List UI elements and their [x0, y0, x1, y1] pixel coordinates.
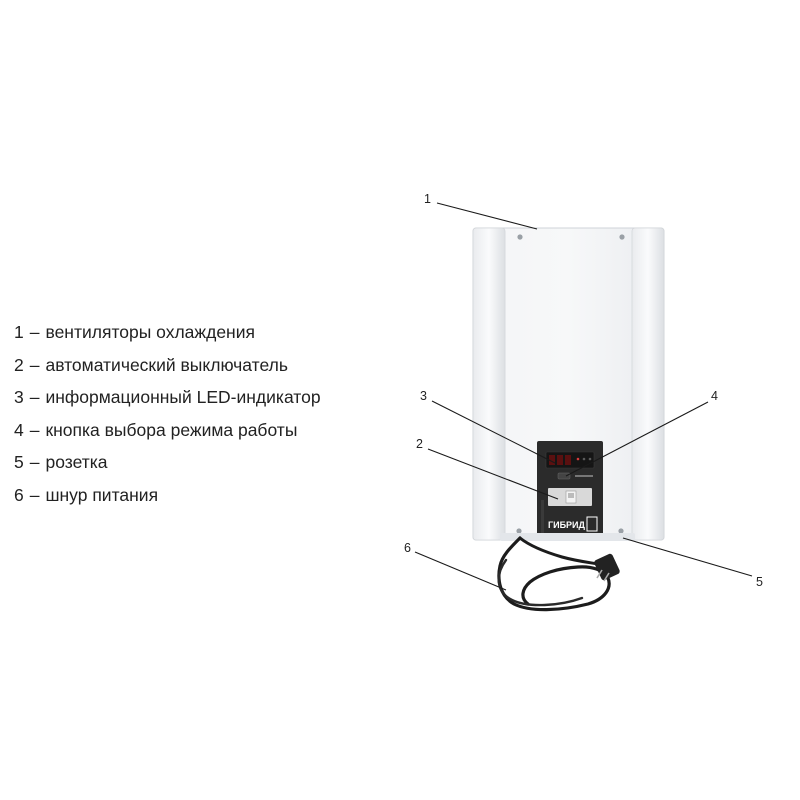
legend-item-6: 6–шнур питания — [14, 479, 321, 512]
legend-label: кнопка выбора режима работы — [45, 419, 298, 440]
legend-separator: – — [29, 387, 40, 407]
socket — [500, 533, 635, 541]
leader-line-5 — [622, 537, 753, 577]
mode-button — [557, 472, 571, 480]
legend-number: 6 — [14, 484, 24, 505]
callout-3: 3 — [420, 389, 427, 403]
leader-line-6 — [414, 551, 507, 591]
legend-label: вентиляторы охлаждения — [45, 322, 255, 342]
legend-separator: – — [29, 419, 40, 440]
legend-item-5: 5–розетка — [14, 446, 321, 479]
stabilizer-body — [472, 227, 665, 541]
legend-label: розетка — [45, 452, 108, 472]
control-panel: ГИБРИД — [537, 441, 603, 539]
screw-icon — [618, 528, 624, 534]
legend-separator: – — [29, 452, 40, 472]
leader-line-2 — [427, 448, 559, 500]
legend-list: 1–вентиляторы охлаждения 2–автоматически… — [14, 316, 321, 511]
callout-5: 5 — [756, 575, 763, 589]
leader-line-1 — [436, 202, 538, 230]
legend-number: 5 — [14, 452, 24, 472]
screw-icon — [517, 234, 523, 240]
legend-number: 3 — [14, 387, 24, 407]
plug-icon — [594, 553, 620, 582]
legend-item-1: 1–вентиляторы охлаждения — [14, 316, 321, 349]
legend-number: 2 — [14, 354, 24, 375]
legend-number: 4 — [14, 419, 24, 440]
leader-line-3 — [431, 400, 556, 464]
callout-6: 6 — [404, 541, 411, 555]
callout-4: 4 — [711, 389, 718, 403]
legend-separator: – — [29, 322, 40, 342]
callout-1: 1 — [424, 192, 431, 206]
leader-line-4 — [565, 401, 709, 477]
legend-separator: – — [29, 484, 40, 505]
legend-label: автоматический выключатель — [45, 354, 288, 375]
callout-2: 2 — [416, 437, 423, 451]
legend-number: 1 — [14, 322, 24, 342]
legend-label: шнур питания — [45, 484, 159, 505]
legend-label: информационный LED-индикатор — [45, 387, 321, 407]
legend-item-3: 3–информационный LED-индикатор — [14, 381, 321, 414]
legend-item-2: 2–автоматический выключатель — [14, 349, 321, 382]
screw-icon — [619, 234, 625, 240]
brand-label-plate — [547, 516, 597, 532]
legend-item-4: 4–кнопка выбора режима работы — [14, 414, 321, 447]
screw-icon — [516, 528, 522, 534]
power-cord — [497, 536, 620, 612]
leader-lines — [414, 202, 753, 591]
brand-label: ГИБРИД — [548, 520, 586, 530]
legend-separator: – — [29, 354, 40, 375]
